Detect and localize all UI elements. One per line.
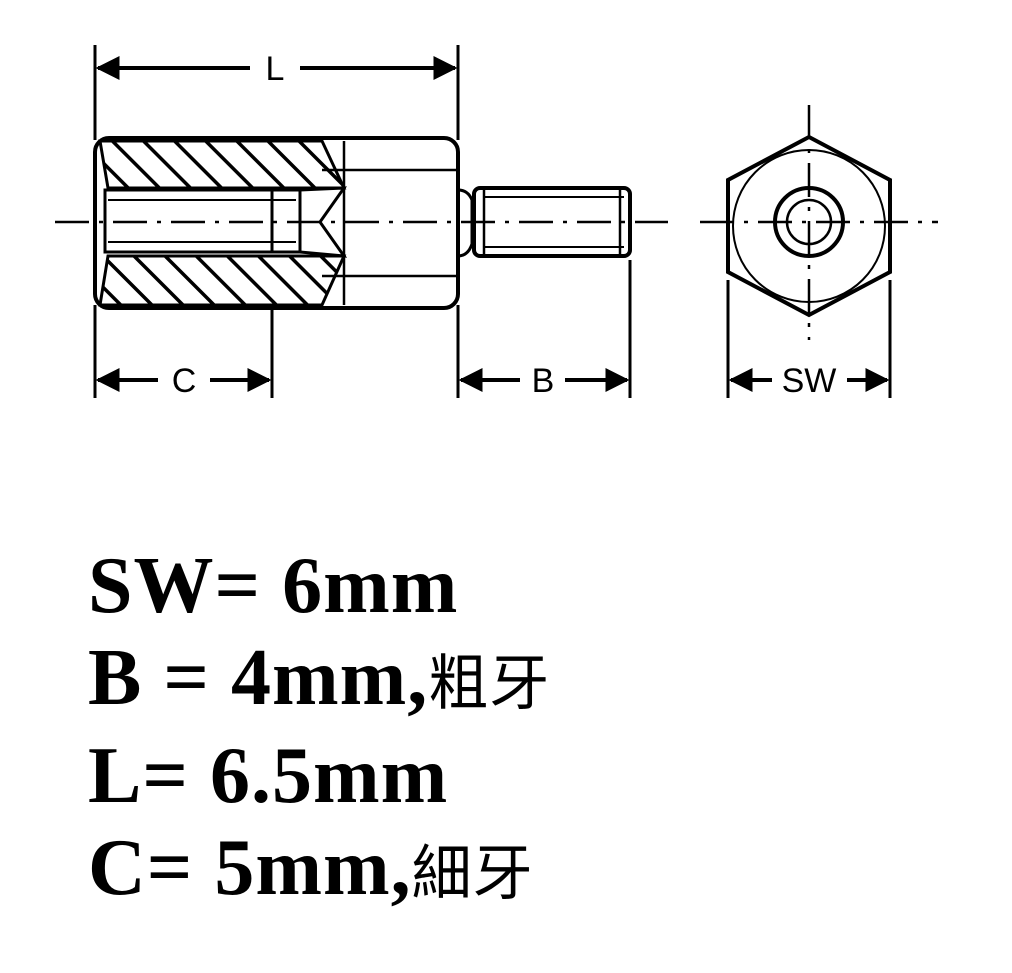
spec-sw-text: SW= 6mm <box>88 542 459 630</box>
spec-b: B = 4mm,粗牙 <box>88 632 550 730</box>
standoff-side-view <box>55 136 668 310</box>
spec-c: C= 5mm,細牙 <box>88 822 550 920</box>
standoff-technical-drawing: L C B SW <box>55 45 938 400</box>
dimension-C: C <box>95 362 272 400</box>
spec-b-thread: 粗牙 <box>428 649 551 719</box>
dimension-B: B <box>458 362 630 400</box>
dimension-SW: SW <box>728 362 890 400</box>
dimension-label-SW: SW <box>782 362 837 400</box>
spec-c-text: C= 5mm, <box>88 824 412 912</box>
dimension-label-C: C <box>172 362 197 400</box>
spec-l-text: L= 6.5mm <box>88 732 449 820</box>
spec-sw: SW= 6mm <box>88 540 550 632</box>
dimension-label-B: B <box>532 362 555 400</box>
dimension-L: L <box>95 50 458 88</box>
dimension-label-L: L <box>266 50 285 88</box>
spec-b-text: B = 4mm, <box>88 634 429 722</box>
spec-list: SW= 6mm B = 4mm,粗牙 L= 6.5mm C= 5mm,細牙 <box>88 540 550 920</box>
spec-l: L= 6.5mm <box>88 730 550 822</box>
spec-c-thread: 細牙 <box>411 839 534 909</box>
extension-lines <box>93 45 892 398</box>
standoff-end-view <box>700 105 938 340</box>
